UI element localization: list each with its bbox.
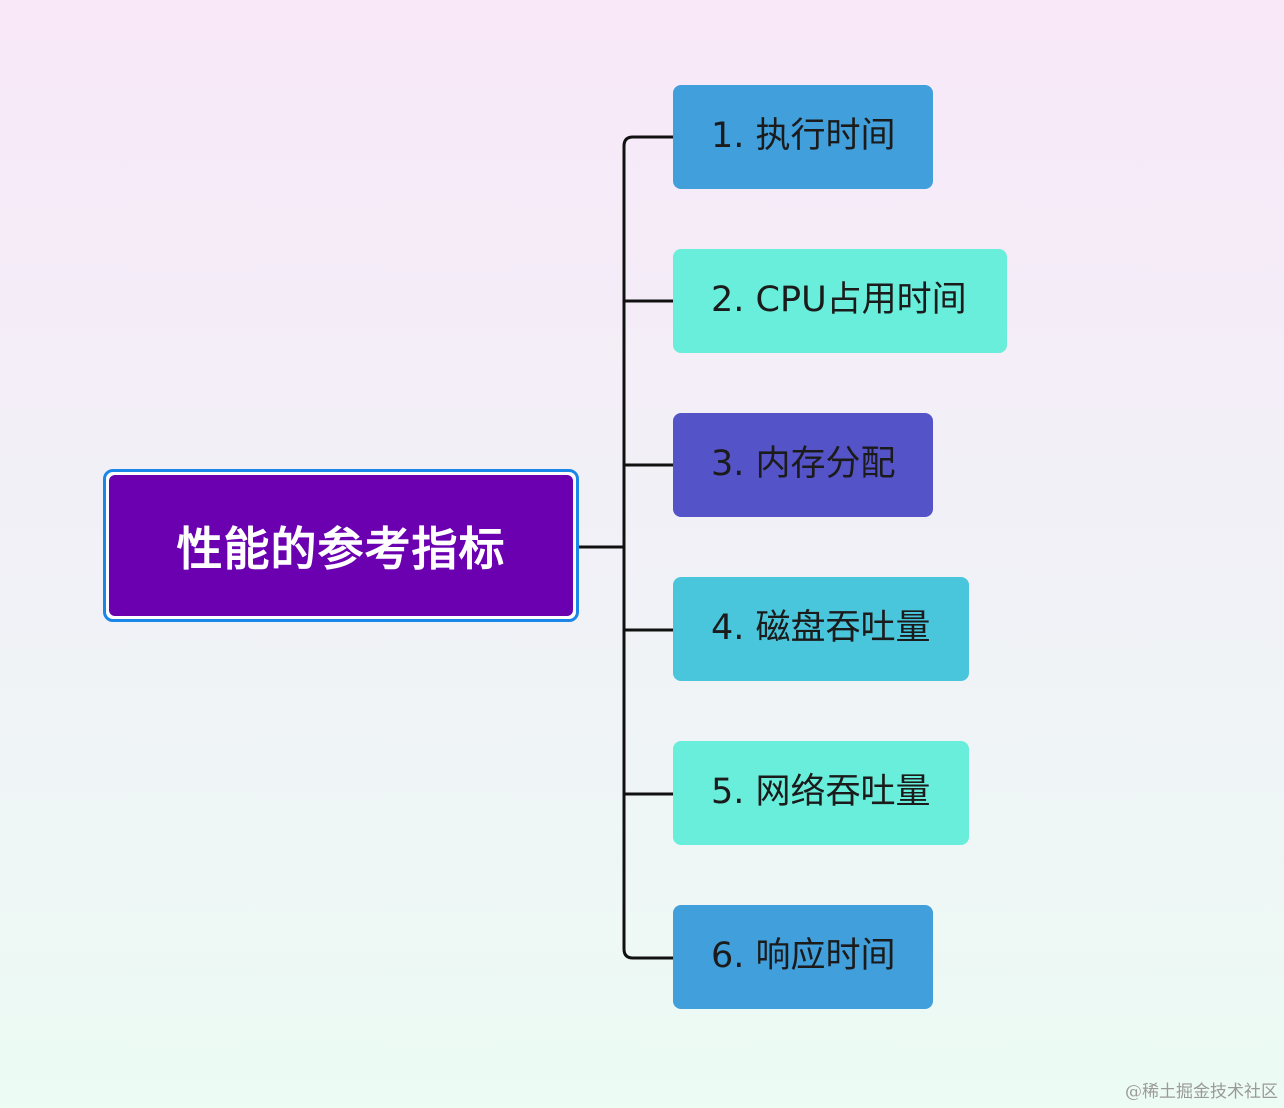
child-node-execution-time[interactable]: 1. 执行时间	[673, 85, 933, 189]
child-node-memory-allocation[interactable]: 3. 内存分配	[673, 413, 933, 517]
root-node[interactable]: 性能的参考指标	[103, 469, 579, 622]
child-node-disk-throughput[interactable]: 4. 磁盘吞吐量	[673, 577, 969, 681]
child-node-network-throughput[interactable]: 5. 网络吞吐量	[673, 741, 969, 845]
child-node-cpu-time[interactable]: 2. CPU占用时间	[673, 249, 1007, 353]
child-node-response-time[interactable]: 6. 响应时间	[673, 905, 933, 1009]
trunk-line	[622, 135, 673, 960]
root-node-label: 性能的参考指标	[109, 475, 573, 616]
watermark: @稀土掘金技术社区	[1125, 1082, 1278, 1102]
